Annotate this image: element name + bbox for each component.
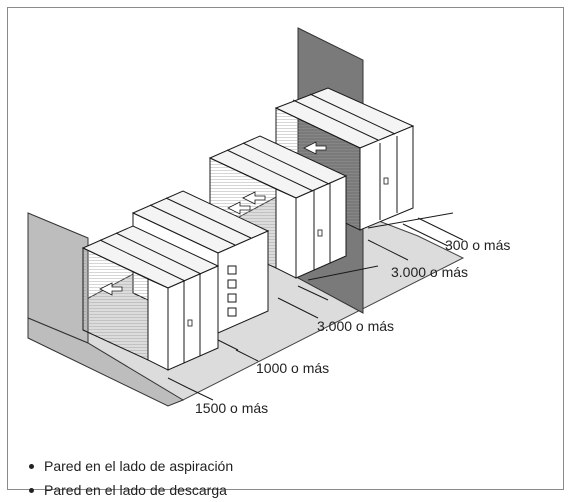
dimension-label-300: 300 o más (445, 237, 511, 253)
legend-item-suction-wall: Pared en el lado de aspiración (28, 454, 233, 478)
figure-frame: 300 o más 3.000 o más 3.000 o más 1000 o… (7, 7, 565, 498)
legend-item-discharge-wall: Pared en el lado de descarga (28, 478, 233, 502)
clearance-drawing (27, 27, 465, 407)
dimension-label-3000-rear: 3.000 o más (391, 264, 469, 280)
dimension-label-3000-front: 3.000 o más (317, 318, 395, 334)
dimension-label-1500: 1500 o más (195, 400, 269, 416)
dimension-label-1000: 1000 o más (256, 360, 330, 376)
dimension-lines (167, 212, 464, 401)
installation-diagram: 300 o más 3.000 o más 3.000 o más 1000 o… (8, 8, 565, 433)
wall-suction-floor (27, 317, 185, 407)
outdoor-unit-1 (81, 225, 220, 371)
legend-list: Pared en el lado de aspiración Pared en … (28, 454, 233, 502)
